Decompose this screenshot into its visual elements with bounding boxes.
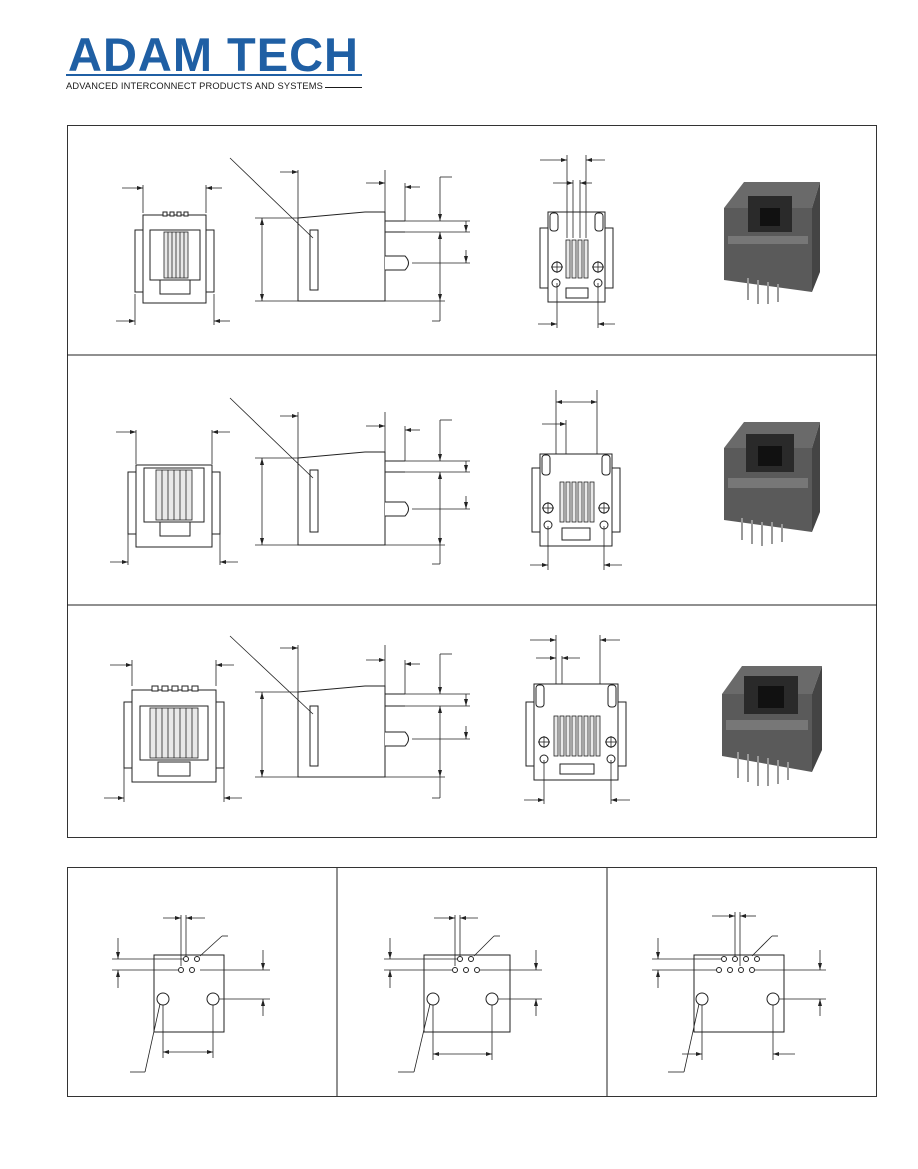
footprint-8-contact: [652, 912, 826, 1073]
front-view-row-2: [110, 430, 238, 565]
logo-wordmark: ADAM TECH: [68, 28, 359, 81]
logo-rule-blue: [66, 74, 362, 76]
footprint-4-contact: [112, 915, 270, 1073]
bottom-view-row-1: [538, 155, 615, 328]
product-photo-row-2: [724, 422, 820, 546]
row-1-drawings: [116, 155, 820, 328]
drawing-panel-top: [67, 125, 877, 838]
front-view-row-3: [104, 660, 242, 802]
row-2-drawings: [110, 390, 820, 570]
row-3-drawings: [104, 635, 822, 804]
front-view-row-1: [116, 185, 230, 325]
drawing-panel-bottom: [67, 867, 877, 1097]
product-photo-row-1: [724, 182, 820, 304]
side-view-row-1: [229, 157, 470, 322]
adam-tech-logo: ADAM TECH ADVANCED INTERCONNECT PRODUCTS…: [66, 30, 366, 100]
side-view-row-2: [229, 397, 470, 565]
footprint-6-contact: [384, 915, 542, 1073]
product-photo-row-3: [722, 666, 822, 786]
bottom-view-row-3: [524, 635, 630, 804]
side-view-row-3: [229, 635, 470, 799]
bottom-view-row-2: [530, 390, 622, 570]
logo-tagline: ADVANCED INTERCONNECT PRODUCTS AND SYSTE…: [66, 81, 326, 92]
